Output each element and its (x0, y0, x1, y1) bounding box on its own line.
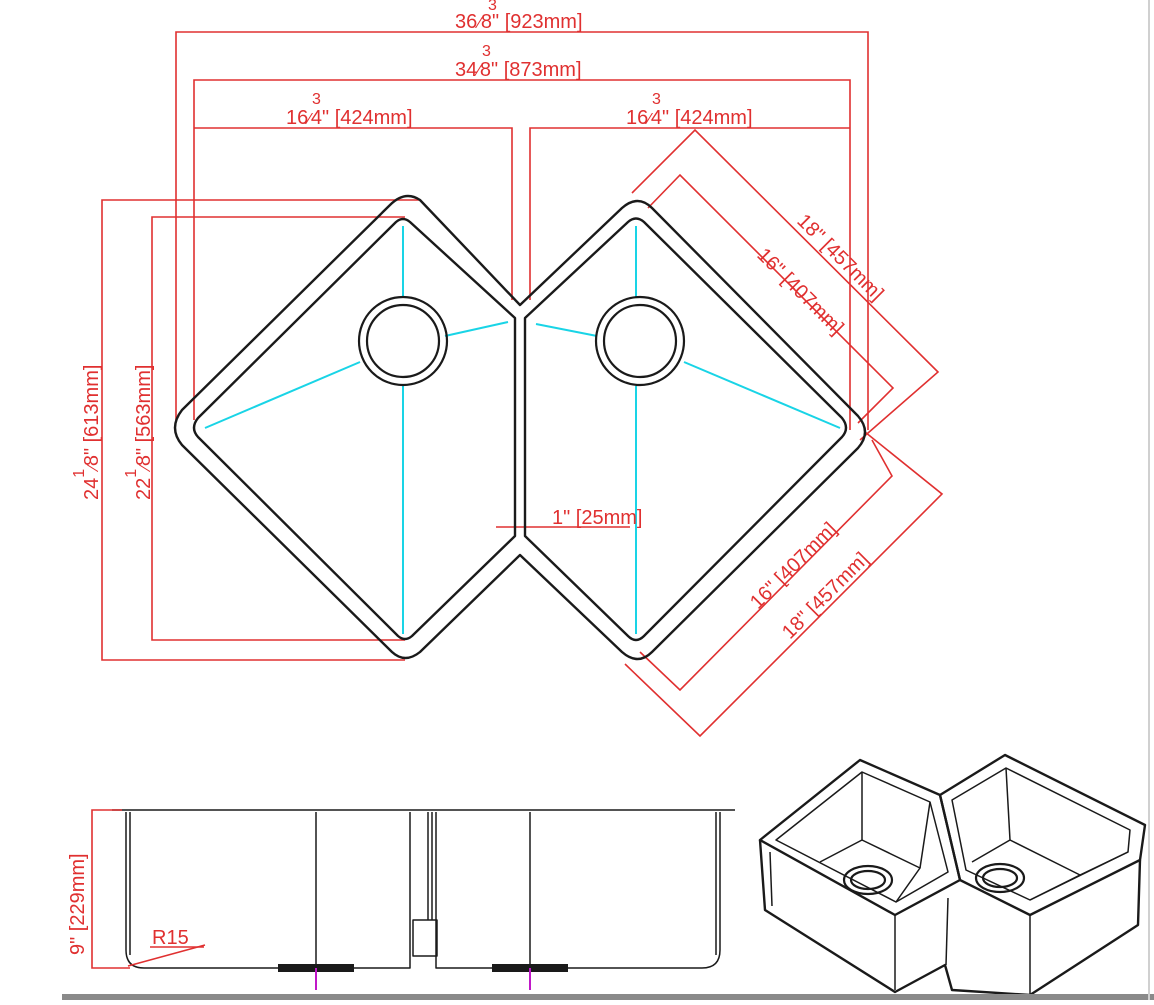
overall-width-label: 3 36⁄8" [923mm] (455, 0, 583, 33)
width-dimensions (175, 31, 869, 430)
left-bowl-width-label: 3 16⁄4" [424mm] (286, 91, 413, 129)
svg-text:3: 3 (482, 43, 491, 60)
overall-depth-line (101, 199, 420, 661)
outer-rim (173, 194, 867, 661)
iso-right-rim (938, 753, 1147, 917)
isometric-view (758, 753, 1147, 997)
front-height-label: 9" [229mm] (67, 853, 89, 955)
right-bowl-width-line (529, 127, 850, 300)
slope-lines (204, 226, 841, 634)
svg-text:34⁄8" [873mm]: 34⁄8" [873mm] (455, 59, 582, 81)
inner-width-line (193, 79, 851, 430)
svg-text:221⁄8" [563mm]: 221⁄8" [563mm] (123, 365, 155, 500)
left-bowl-inner (192, 217, 517, 641)
inner-depth-line (151, 216, 405, 641)
right-lower-outer-line (624, 431, 944, 738)
svg-text:16⁄4" [424mm]: 16⁄4" [424mm] (626, 107, 753, 129)
svg-text:241⁄8" [613mm]: 241⁄8" [613mm] (71, 365, 103, 500)
right-upper-inner-line (647, 173, 895, 424)
right-bowl-width-label: 3 16⁄4" [424mm] (626, 91, 753, 129)
svg-text:3: 3 (312, 91, 321, 108)
front-view (91, 809, 735, 990)
overall-depth-label: 241⁄8" [613mm] (71, 365, 103, 500)
right-edge-bar (1148, 0, 1150, 1000)
svg-text:3: 3 (488, 0, 497, 14)
right-bowl-inner (523, 217, 848, 642)
right-upper-outer-line (631, 128, 940, 441)
radius-leader (127, 944, 206, 967)
iso-drain-left (842, 864, 894, 896)
bottom-edge-bar (62, 994, 1154, 1000)
inner-depth-label: 221⁄8" [563mm] (123, 365, 155, 500)
svg-text:36⁄8" [923mm]: 36⁄8" [923mm] (455, 11, 583, 33)
iso-left-rim (758, 758, 962, 917)
right-diagonal-dimensions (624, 128, 944, 738)
sink-top-outline (173, 194, 867, 661)
left-bowl-width-line (194, 127, 513, 300)
radius-label: R15 (152, 927, 189, 949)
drain-right (594, 295, 686, 387)
iso-drain-right (974, 862, 1026, 894)
svg-text:16⁄4" [424mm]: 16⁄4" [424mm] (286, 107, 413, 129)
right-lower-inner-line (639, 439, 893, 692)
overall-width-line (175, 31, 869, 430)
depth-dimensions (101, 199, 420, 661)
drain-left (357, 295, 449, 387)
svg-text:3: 3 (652, 91, 661, 108)
divider-label: 1" [25mm] (552, 507, 642, 529)
inner-width-label: 3 34⁄8" [873mm] (455, 43, 582, 81)
